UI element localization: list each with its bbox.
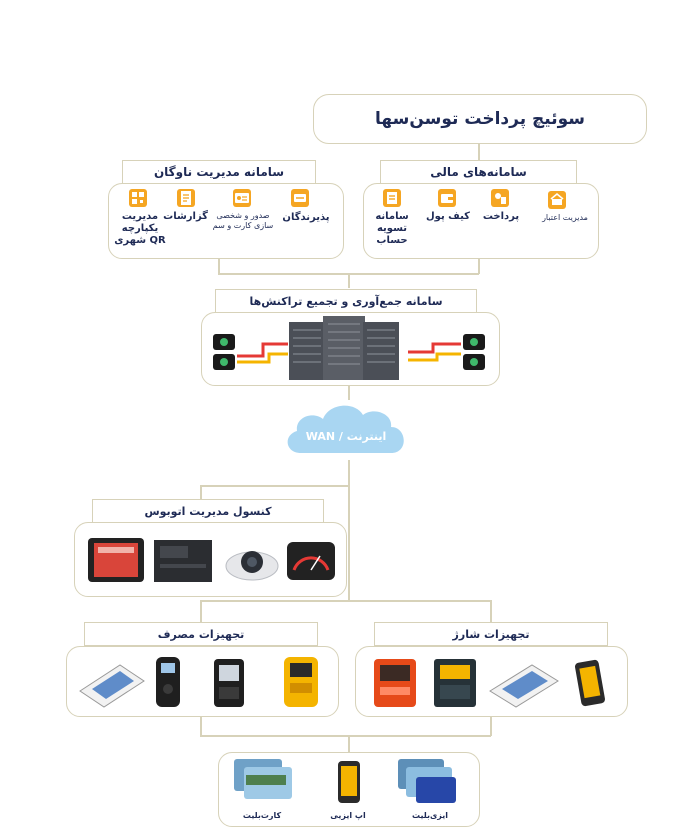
easy-ticket-cards-image [398,759,456,803]
charge-header: تجهیزات شارژ [374,622,608,646]
financial-item: مدیریت اعتبار [542,213,588,222]
connector [200,600,492,602]
cloud-label: اینترنت / WAN [305,430,387,443]
console-header: کنسول مدیریت اتوبوس [92,499,324,523]
charge-devices [374,659,606,708]
connector [490,716,492,736]
fleet-header: سامانه مدیریت ناوگان [122,160,316,184]
connector [218,258,220,274]
consumption-header: تجهیزات مصرف [84,622,318,646]
payment-icon [490,188,510,208]
qr-code-icon [128,188,148,208]
financial-header: سامانه‌های مالی [380,160,577,184]
connector [348,273,350,288]
page-title: سوئیچ پرداخت توسن‌سها [375,109,585,129]
connector [200,716,202,736]
fleet-item: مدیریت یکپارچه QR شهری [114,211,166,246]
acceptor-icon [290,188,310,208]
wallet-icon [437,188,457,208]
fleet-item: گزارشات [163,211,208,222]
server-cluster-diagram [213,316,485,380]
card-label: کارت‌بلیت [242,811,282,820]
settlement-icon [382,188,402,208]
reports-icon [176,188,196,208]
connector [348,460,350,600]
internet-cloud-icon [287,405,404,453]
financial-item: کیف پول [426,211,470,222]
fleet-item: پذیرندگان [282,212,330,223]
console-devices [88,538,335,582]
connector [200,485,349,487]
connector [200,600,202,622]
easy-app-phone-image [338,761,360,803]
connector [478,144,480,161]
credit-management-icon [547,190,567,210]
card-issuing-icon [232,188,252,208]
financial-panel [363,183,599,259]
consumption-devices [79,657,318,708]
connector [478,258,480,274]
financial-item: سامانه تسویه حساب [375,211,409,246]
title-box: سوئیچ پرداخت توسن‌سها [313,94,647,144]
fleet-item: صدور و شخصی سازی کارت و سم [212,211,274,230]
connector [200,485,202,499]
ticket-card-image [234,759,292,799]
card-label: ایزی‌بلیت [411,811,449,820]
connector [348,735,350,752]
connector [200,735,491,737]
connector [490,600,492,622]
financial-item: پرداخت [482,211,520,222]
connector [348,386,350,400]
aggregation-header: سامانه جمع‌آوری و تجمیع تراکنش‌ها [215,289,477,313]
card-label: اپ ایزیی [330,811,366,820]
